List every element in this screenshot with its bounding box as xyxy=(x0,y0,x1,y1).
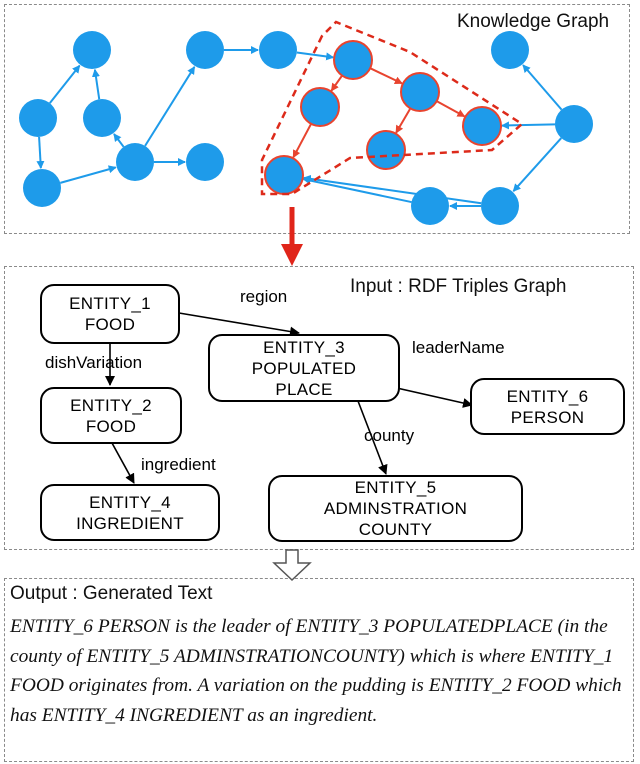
entity-node-2-id: ENTITY_2 xyxy=(70,395,152,415)
entity-node-1-type: FOOD xyxy=(84,315,136,334)
kg-edge xyxy=(522,64,563,111)
kg-node xyxy=(116,143,154,181)
kg-edge xyxy=(60,165,117,184)
knowledge-graph-title: Knowledge Graph xyxy=(457,11,610,32)
kg-edge xyxy=(330,74,343,92)
edge-ingredient xyxy=(111,442,135,484)
kg-node xyxy=(481,187,519,225)
kg-edge xyxy=(302,174,482,205)
entity-node-3: ENTITY_3 POPULATED PLACE xyxy=(208,334,400,402)
entity-node-5-type-2: COUNTY xyxy=(358,520,433,539)
kg-edge xyxy=(296,51,335,61)
kg-edge xyxy=(292,123,312,159)
entity-node-6-type: PERSON xyxy=(510,407,585,427)
kg-edge xyxy=(144,66,196,147)
kg-edge xyxy=(436,100,466,118)
edge-region xyxy=(178,312,300,337)
entity-node-2-type: FOOD xyxy=(85,416,137,436)
kg-node-highlighted xyxy=(264,155,304,195)
kg-edge xyxy=(395,107,412,134)
kg-edge xyxy=(49,64,81,104)
entity-node-3-id: ENTITY_3 xyxy=(263,337,345,357)
kg-edge xyxy=(302,176,412,204)
entity-node-1-id: ENTITY_1 xyxy=(69,294,151,313)
kg-node xyxy=(259,31,297,69)
kg-node xyxy=(491,31,529,69)
entity-node-4-type: INGREDIENT xyxy=(76,513,184,533)
kg-node xyxy=(83,99,121,137)
kg-edge xyxy=(500,121,556,130)
kg-node-highlighted xyxy=(462,106,502,146)
kg-node xyxy=(555,105,593,143)
edge-label-county: county xyxy=(364,426,415,445)
rdf-graph-title: Input : RDF Triples Graph xyxy=(350,276,567,297)
highlighted-subgraph-outline xyxy=(260,20,525,196)
kg-node xyxy=(19,99,57,137)
edge-label-leader-name: leaderName xyxy=(412,338,505,357)
entity-node-4-id: ENTITY_4 xyxy=(89,492,171,512)
entity-node-5-type-1: ADMINSTRATION xyxy=(323,499,468,518)
kg-node xyxy=(186,143,224,181)
entity-node-3-type-2: PLACE xyxy=(275,379,333,399)
kg-edge xyxy=(91,68,101,100)
edge-label-dish-variation: dishVariation xyxy=(45,353,143,372)
kg-node-highlighted xyxy=(333,40,373,80)
entity-node-2: ENTITY_2 FOOD xyxy=(40,387,182,444)
generated-text: ENTITY_6 PERSON is the leader of ENTITY_… xyxy=(10,616,622,726)
kg-edge xyxy=(369,67,403,85)
kg-node-highlighted xyxy=(400,72,440,112)
hollow-flow-arrow xyxy=(272,549,312,582)
edge-label-region: region xyxy=(240,287,288,306)
entity-node-5-id: ENTITY_5 xyxy=(354,478,437,497)
kg-edge xyxy=(113,133,125,148)
kg-node xyxy=(23,169,61,207)
entity-node-1: ENTITY_1 FOOD xyxy=(40,284,180,344)
kg-edge xyxy=(36,136,45,170)
entity-node-3-type-1: POPULATED xyxy=(251,358,357,378)
entity-node-5: ENTITY_5 ADMINSTRATION COUNTY xyxy=(268,475,523,542)
kg-node xyxy=(186,31,224,69)
output-panel xyxy=(4,578,634,762)
edge-label-ingredient: ingredient xyxy=(141,455,216,474)
kg-node xyxy=(411,187,449,225)
entity-node-6-id: ENTITY_6 xyxy=(506,386,589,406)
entity-node-4: ENTITY_4 INGREDIENT xyxy=(40,484,220,541)
kg-node xyxy=(73,31,111,69)
kg-edge xyxy=(512,137,563,192)
kg-node-highlighted xyxy=(366,130,406,170)
entity-node-6: ENTITY_6 PERSON xyxy=(470,378,625,435)
edge-county xyxy=(357,400,388,475)
output-title: Output : Generated Text xyxy=(10,583,213,604)
kg-node-highlighted xyxy=(300,87,340,127)
flow-arrow-head xyxy=(281,244,303,266)
